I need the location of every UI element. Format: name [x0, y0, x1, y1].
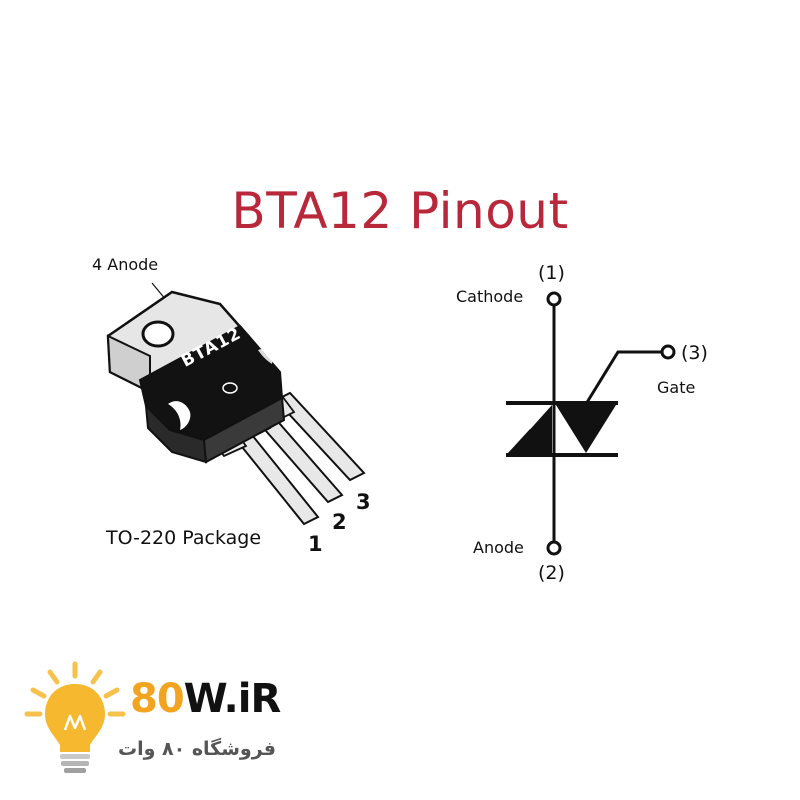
page-title: BTA12 Pinout [231, 182, 569, 240]
brand-tagline: فروشگاه ۸۰ وات [117, 738, 276, 760]
chip-body [138, 324, 286, 464]
cathode-pin-number: (1) [538, 262, 565, 284]
brand-logo: 80W.iR [130, 676, 282, 722]
anode-terminal [546, 540, 562, 556]
cathode-label: Cathode [456, 287, 524, 306]
pin-number-2: 2 [332, 510, 347, 534]
anode-pin-number: (2) [538, 562, 565, 584]
cathode-terminal [546, 291, 562, 307]
gate-label: Gate [657, 378, 696, 397]
anode-tab-label: 4 Anode [92, 255, 159, 274]
gate-terminal [660, 344, 676, 360]
anode-label: Anode [473, 538, 524, 557]
pin-number-3: 3 [356, 490, 371, 514]
lead-3 [274, 391, 366, 482]
pin-number-1: 1 [308, 532, 323, 556]
brand-name-text: W.iR [183, 676, 282, 722]
brand-name-number: 80 [130, 676, 185, 722]
gate-pin-number: (3) [681, 342, 708, 364]
triac-right-triangle [556, 405, 616, 453]
package-label: TO-220 Package [106, 527, 262, 549]
